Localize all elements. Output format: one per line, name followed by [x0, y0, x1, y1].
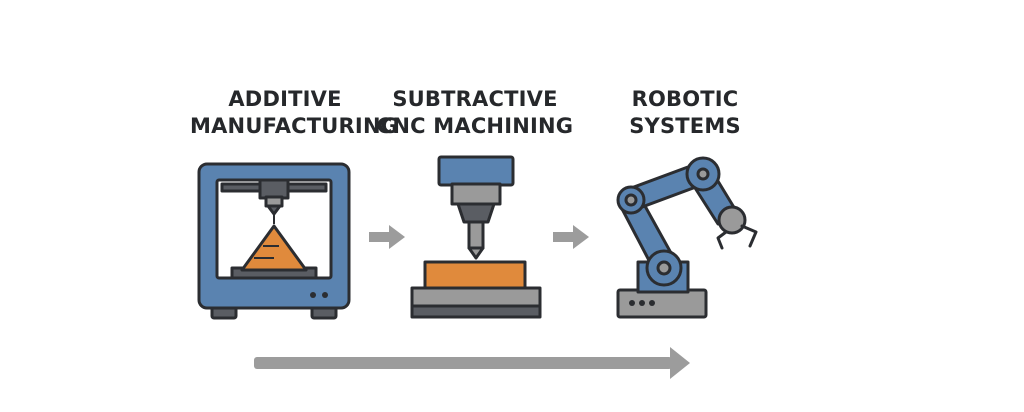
arrow-right-icon: [553, 225, 589, 249]
3d-printer-icon: [197, 162, 351, 320]
robot-arm-icon: [616, 156, 758, 319]
stage-label-line: CNC MACHINING: [376, 114, 574, 138]
stage-label-line: SYSTEMS: [629, 114, 741, 138]
cnc-mill-icon: [410, 155, 542, 319]
stage-label-line: MANUFACTURING: [190, 114, 399, 138]
stage-label-line: ROBOTIC: [631, 87, 739, 111]
stage-label-line: SUBTRACTIVE: [392, 87, 558, 111]
stage-label-subtractive: SUBTRACTIVE CNC MACHINING: [370, 86, 580, 140]
stage-label-additive: ADDITIVE MANUFACTURING: [190, 86, 399, 140]
timeline-arrow-icon: [254, 347, 690, 379]
arrow-right-icon: [369, 225, 405, 249]
stage-label-line: ADDITIVE: [228, 87, 342, 111]
stage-label-robotic: ROBOTIC SYSTEMS: [590, 86, 780, 140]
